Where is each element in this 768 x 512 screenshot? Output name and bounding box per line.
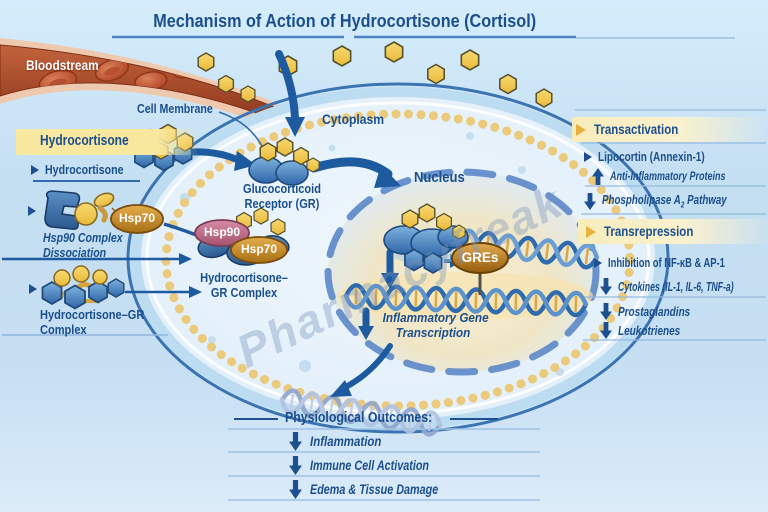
hsp70-left-tag: Hsp70 [118, 211, 156, 225]
outcome-inflammation: Inflammation [289, 432, 394, 451]
left-item-hydrocortisone: Hydrocortisone [31, 163, 137, 177]
panel-separators [575, 109, 766, 341]
arrows [2, 50, 482, 397]
panel-item-cytokines: Cytokines (IL-1, IL-6, TNF-a) [600, 278, 768, 295]
hsp90-oval [194, 219, 250, 247]
transrepression-band [578, 219, 768, 244]
triangle-bullet-icon [29, 284, 37, 294]
arrow-to-repressed-dna [330, 343, 393, 397]
hsp70-left-oval [110, 204, 164, 234]
transrepression-header: Transrepression [586, 223, 713, 240]
header-triangle-icon [586, 225, 596, 238]
dna-helix-repressed [279, 388, 443, 437]
down-arrow-icon [584, 193, 596, 210]
cytoplasm-label: Cytoplasm [322, 112, 385, 127]
arrow-transcription-down [358, 307, 374, 340]
cell-membrane-label: Cell Membrane [137, 101, 213, 116]
molecule-hydrocortisone-gr [41, 265, 125, 310]
arrow-complex-down [381, 248, 399, 289]
gres-oval [451, 242, 509, 274]
outcome-separators [228, 428, 540, 501]
panel-item-inhibition: Inhibition of NF-κB & AP-1 [594, 256, 764, 270]
triangle-bullet-icon [31, 165, 39, 175]
molecule-gr-free [248, 137, 320, 186]
triangle-bullet-icon [28, 206, 36, 216]
transactivation-band [572, 117, 768, 142]
transactivation-header: Transactivation [576, 121, 697, 138]
page-title: Mechanism of Action of Hydrocortisone (C… [153, 11, 537, 31]
down-arrow-icon [600, 303, 612, 320]
hsp70-complex-tag: Hsp70 [240, 242, 278, 256]
molecule-hsp90-dissociation [44, 190, 164, 234]
left-item-label: Hydrocortisone [45, 163, 124, 177]
down-arrow-icon [289, 432, 302, 451]
panel-item-phospholipase: Phospholipase A2 Pathway [584, 193, 762, 210]
arrow-left-dissociation-line [2, 253, 192, 265]
molecule-hsp-complex [194, 207, 290, 266]
down-arrow-icon [289, 456, 302, 475]
header-triangle-icon [576, 123, 586, 136]
hsp90-tag: Hsp90 [203, 225, 241, 239]
pointer-and-underlines [2, 35, 735, 336]
cell-membrane-pointer [218, 111, 263, 147]
outcome-immune: Immune Cell Activation [289, 456, 459, 475]
outcome-edema: Edema & Tissue Damage [289, 480, 470, 499]
gres-tag: GREs [461, 250, 499, 265]
bloodstream-label: Bloodstream [26, 57, 99, 73]
hydrocortisone-banner-label: Hydrocortisone [40, 132, 129, 149]
arrow-bloodstream-entry [275, 50, 305, 137]
arrow-gr-to-nucleus [309, 157, 401, 188]
triangle-bullet-icon [584, 152, 592, 162]
down-arrow-icon [289, 480, 302, 499]
outcomes-header: Physiological Outcomes: [285, 410, 433, 426]
triangle-bullet-icon [594, 258, 602, 268]
hydrocortisone-banner [16, 129, 198, 155]
dna-helix-middle [343, 283, 589, 318]
down-arrow-icon [600, 278, 612, 295]
panel-item-lipocortin: Lipocortin (Annexin-1) [584, 150, 731, 164]
panel-item-prostaglandins: Prostaglandins [600, 303, 708, 320]
panel-item-leukotrienes: Leukotrienes [600, 322, 696, 339]
hsp70-complex-oval [230, 236, 288, 264]
arrow-left-complex-line [125, 286, 202, 298]
gr-complex-label-in-cell: Hydrocortisone–GR Complex [200, 270, 288, 300]
nucleus-label: Nucleus [414, 170, 465, 186]
panel-item-anti-inflammatory: Anti-Inflammatory Proteins [592, 168, 764, 185]
down-arrow-icon [600, 322, 612, 339]
up-arrow-icon [592, 168, 604, 185]
